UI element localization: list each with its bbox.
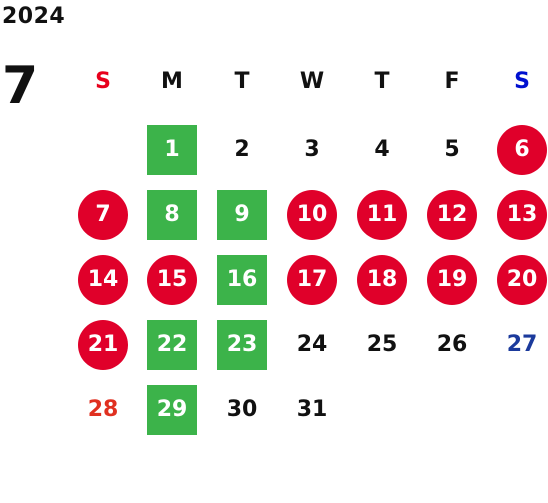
day-cell-marked[interactable]: 8 (147, 190, 197, 240)
day-cell-holiday[interactable]: 14 (78, 255, 128, 305)
day-cell-holiday[interactable]: 6 (497, 125, 547, 175)
day-cell-holiday[interactable]: 10 (287, 190, 337, 240)
weekday-header: F (444, 69, 460, 94)
day-cell-holiday[interactable]: 18 (357, 255, 407, 305)
day-cell[interactable]: 4 (374, 137, 390, 162)
day-cell-holiday[interactable]: 7 (78, 190, 128, 240)
day-cell-marked[interactable]: 1 (147, 125, 197, 175)
weekday-header: T (234, 69, 250, 94)
day-cell-holiday[interactable]: 13 (497, 190, 547, 240)
day-cell-holiday[interactable]: 12 (427, 190, 477, 240)
day-cell[interactable]: 5 (444, 137, 460, 162)
year-label: 2024 (2, 4, 66, 29)
day-cell-holiday[interactable]: 15 (147, 255, 197, 305)
day-cell[interactable]: 31 (296, 397, 328, 422)
day-cell-holiday[interactable]: 19 (427, 255, 477, 305)
weekday-header: T (374, 69, 390, 94)
day-cell[interactable]: 24 (296, 332, 328, 357)
day-cell-marked[interactable]: 23 (217, 320, 267, 370)
weekday-header: S (514, 69, 530, 94)
day-cell-marked[interactable]: 9 (217, 190, 267, 240)
weekday-header: S (95, 69, 111, 94)
day-cell-holiday[interactable]: 17 (287, 255, 337, 305)
month-number: 7 (2, 56, 39, 116)
day-cell[interactable]: 3 (304, 137, 320, 162)
day-cell[interactable]: 28 (87, 397, 119, 422)
day-cell-marked[interactable]: 29 (147, 385, 197, 435)
weekday-header: M (161, 69, 183, 94)
day-cell[interactable]: 26 (436, 332, 468, 357)
weekday-header: W (299, 69, 325, 94)
day-cell[interactable]: 30 (226, 397, 258, 422)
day-cell[interactable]: 25 (366, 332, 398, 357)
day-cell-holiday[interactable]: 21 (78, 320, 128, 370)
day-cell[interactable]: 27 (506, 332, 538, 357)
day-cell[interactable]: 2 (234, 137, 250, 162)
day-cell-marked[interactable]: 22 (147, 320, 197, 370)
day-cell-marked[interactable]: 16 (217, 255, 267, 305)
day-cell-holiday[interactable]: 20 (497, 255, 547, 305)
day-cell-holiday[interactable]: 11 (357, 190, 407, 240)
